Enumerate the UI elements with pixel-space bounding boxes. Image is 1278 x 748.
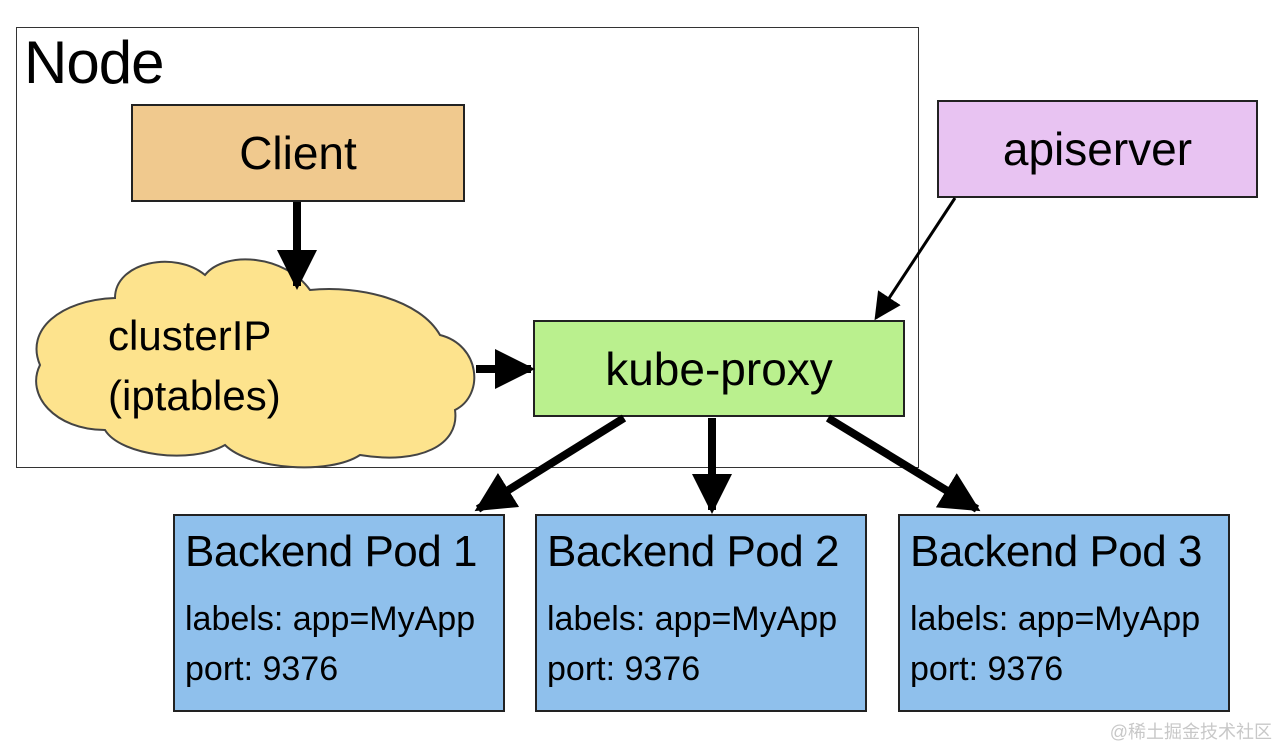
- node-title: Node: [24, 29, 164, 96]
- pod-port: port: 9376: [185, 650, 339, 688]
- apiserver-box: apiserver: [937, 100, 1258, 198]
- client-label: Client: [239, 127, 357, 179]
- backend-pod-1: Backend Pod 1 labels: app=MyApp port: 93…: [173, 514, 505, 712]
- backend-pod-2: Backend Pod 2 labels: app=MyApp port: 93…: [535, 514, 867, 712]
- kube-proxy-box: kube-proxy: [533, 320, 905, 417]
- backend-pod-3: Backend Pod 3 labels: app=MyApp port: 93…: [898, 514, 1230, 712]
- cluster-ip-label: clusterIP (iptables): [108, 306, 281, 426]
- pod-port: port: 9376: [910, 650, 1064, 688]
- apiserver-label: apiserver: [1002, 123, 1193, 175]
- pod-labels: labels: app=MyApp: [910, 600, 1201, 638]
- cluster-ip-line-1: clusterIP: [108, 312, 272, 359]
- cluster-ip-line-2: (iptables): [108, 372, 281, 419]
- client-box: Client: [131, 104, 465, 202]
- pod-title: Backend Pod 1: [185, 527, 477, 576]
- pod-title: Backend Pod 3: [910, 527, 1202, 576]
- kube-proxy-label: kube-proxy: [605, 342, 833, 395]
- watermark: @稀土掘金技术社区: [1109, 722, 1272, 742]
- pod-title: Backend Pod 2: [547, 527, 839, 576]
- pod-labels: labels: app=MyApp: [185, 600, 476, 638]
- pod-labels: labels: app=MyApp: [547, 600, 838, 638]
- pod-port: port: 9376: [547, 650, 701, 688]
